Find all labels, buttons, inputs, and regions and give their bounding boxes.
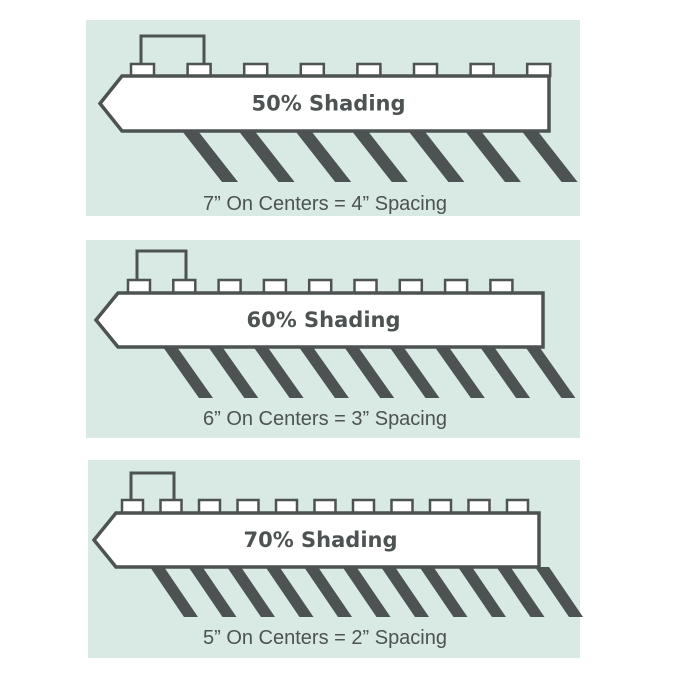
slat	[351, 498, 376, 515]
slat	[525, 62, 552, 78]
slat	[236, 498, 260, 515]
shadow-stripe	[163, 347, 213, 398]
slat	[443, 278, 469, 295]
shadow-stripe-row	[163, 347, 576, 398]
rail-bar	[97, 74, 551, 133]
shadow-stripe	[389, 347, 440, 398]
slat	[186, 62, 212, 78]
slat	[489, 278, 514, 295]
shadow-stripe-row	[150, 567, 583, 617]
shadow-stripe	[525, 347, 576, 398]
slat	[307, 278, 333, 295]
slat-row	[129, 62, 552, 78]
slat	[120, 498, 145, 515]
slat	[217, 278, 242, 295]
shading-label: 50% Shading	[251, 92, 405, 116]
shadow-stripe	[188, 567, 237, 617]
rail-bar	[91, 511, 541, 569]
spacing-caption: 6” On Centers = 3” Spacing	[203, 408, 447, 430]
slat	[469, 62, 495, 78]
panel-60-shading: 60% Shading 6” On Centers = 3” Spacing	[86, 240, 580, 438]
shadow-stripe	[265, 567, 314, 617]
shadow-stripe	[304, 567, 352, 617]
slat	[390, 498, 414, 515]
shadow-stripe	[521, 131, 578, 182]
shadow-stripe	[298, 347, 349, 398]
on-center-bracket	[135, 249, 188, 280]
shadow-stripe	[344, 347, 395, 398]
slat	[129, 62, 156, 78]
spacing-caption: 7” On Centers = 4” Spacing	[203, 193, 447, 215]
slat	[126, 278, 152, 295]
slat	[398, 278, 424, 295]
shadow-stripe	[150, 567, 198, 617]
slat	[172, 278, 197, 295]
on-center-bracket	[129, 471, 176, 500]
shading-label: 60% Shading	[246, 308, 400, 332]
slat	[197, 498, 222, 515]
shadow-stripe	[465, 131, 521, 182]
slat	[313, 498, 337, 515]
slat	[428, 498, 453, 515]
slat	[274, 498, 299, 515]
slat	[505, 498, 530, 515]
on-center-bracket	[139, 34, 206, 64]
slat-row	[126, 278, 514, 295]
shadow-stripe	[535, 567, 583, 617]
shadow-stripe	[381, 567, 429, 617]
shading-label: 70% Shading	[243, 528, 397, 552]
shadow-stripe	[238, 131, 295, 182]
shadow-stripe	[208, 347, 259, 398]
slat	[467, 498, 491, 515]
shadow-stripe	[253, 347, 304, 398]
shadow-stripe	[434, 347, 485, 398]
slat	[353, 278, 378, 295]
panel-50-shading: 50% Shading 7” On Centers = 4” Spacing	[86, 20, 580, 216]
shadow-stripe	[182, 131, 238, 182]
slat-row	[120, 498, 530, 515]
shadow-stripe	[408, 131, 465, 182]
panel-70-shading: 70% Shading 5” On Centers = 2” Spacing	[88, 460, 583, 658]
shadow-stripe	[496, 567, 545, 617]
slat	[299, 62, 326, 78]
shadow-stripe	[342, 567, 391, 617]
slat	[356, 62, 382, 78]
shadow-stripe	[480, 347, 531, 398]
slat	[412, 62, 439, 78]
shadow-stripe	[227, 567, 275, 617]
shadow-stripe	[419, 567, 468, 617]
shadow-stripe	[458, 567, 506, 617]
shadow-stripe-row	[182, 131, 578, 182]
shadow-stripe	[295, 131, 352, 182]
rail-bar	[93, 291, 545, 349]
shadow-stripe	[351, 131, 408, 182]
slat	[159, 498, 183, 515]
slat	[242, 62, 269, 78]
spacing-caption: 5” On Centers = 2” Spacing	[203, 627, 447, 649]
slat	[262, 278, 288, 295]
